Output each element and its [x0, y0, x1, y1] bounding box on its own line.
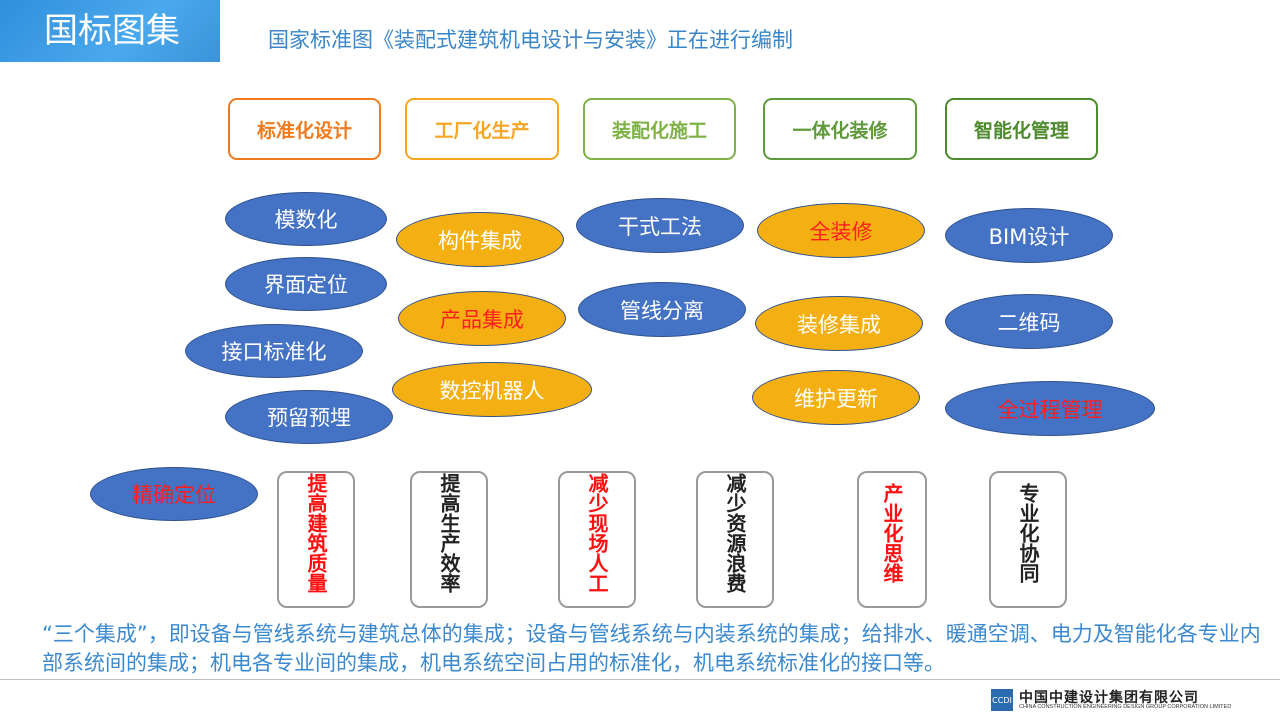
company-name-cn: 中国中建设计集团有限公司: [1019, 690, 1199, 706]
concept-decoration-integration: 装修集成: [755, 296, 923, 351]
concept-modular: 模数化: [225, 192, 387, 246]
concept-product-integration: 产品集成: [398, 291, 566, 346]
concept-full-decoration: 全装修: [757, 203, 925, 258]
category-assembly-construction: 装配化施工: [583, 98, 736, 160]
concept-whole-process-management: 全过程管理: [945, 381, 1155, 436]
concept-cnc-robot: 数控机器人: [392, 362, 592, 417]
concept-component-integration: 构件集成: [396, 212, 564, 267]
company-logo: CCDI: [991, 689, 1013, 711]
benefit-reduce-labor: 减少现场人工: [558, 471, 636, 608]
benefit-industrial-thinking: 产业化思维: [857, 471, 927, 608]
benefit-improve-efficiency: 提高生产效率: [410, 471, 488, 608]
page-title: 国家标准图《装配式建筑机电设计与安装》正在进行编制: [268, 28, 793, 52]
concept-interface-positioning: 界面定位: [225, 257, 387, 311]
benefit-reduce-waste: 减少资源浪费: [696, 471, 774, 608]
concept-qr-code: 二维码: [945, 294, 1113, 349]
benefit-improve-quality: 提高建筑质量: [277, 471, 355, 608]
category-integrated-decoration: 一体化装修: [763, 98, 917, 160]
category-factory-production: 工厂化生产: [405, 98, 559, 160]
company-name-en: CHINA CONSTRUCTION ENGINEERING DESIGN GR…: [1019, 704, 1232, 710]
concept-maintenance-update: 维护更新: [752, 370, 920, 425]
category-standardized-design: 标准化设计: [228, 98, 381, 160]
category-intelligent-management: 智能化管理: [945, 98, 1098, 160]
concept-dry-method: 干式工法: [576, 198, 744, 253]
concept-embedded-reservation: 预留预埋: [225, 390, 393, 444]
concept-precise-positioning: 精确定位: [90, 467, 258, 521]
benefit-professional-collaboration: 专业化协同: [989, 471, 1067, 608]
footer-divider: [0, 679, 1280, 680]
concept-interface-standardization: 接口标准化: [185, 324, 363, 378]
concept-pipeline-separation: 管线分离: [578, 282, 746, 337]
summary-text: “三个集成”，即设备与管线系统与建筑总体的集成；设备与管线系统与内装系统的集成；…: [42, 622, 1261, 675]
concept-bim-design: BIM设计: [945, 208, 1113, 263]
section-badge: 国标图集: [0, 0, 220, 62]
